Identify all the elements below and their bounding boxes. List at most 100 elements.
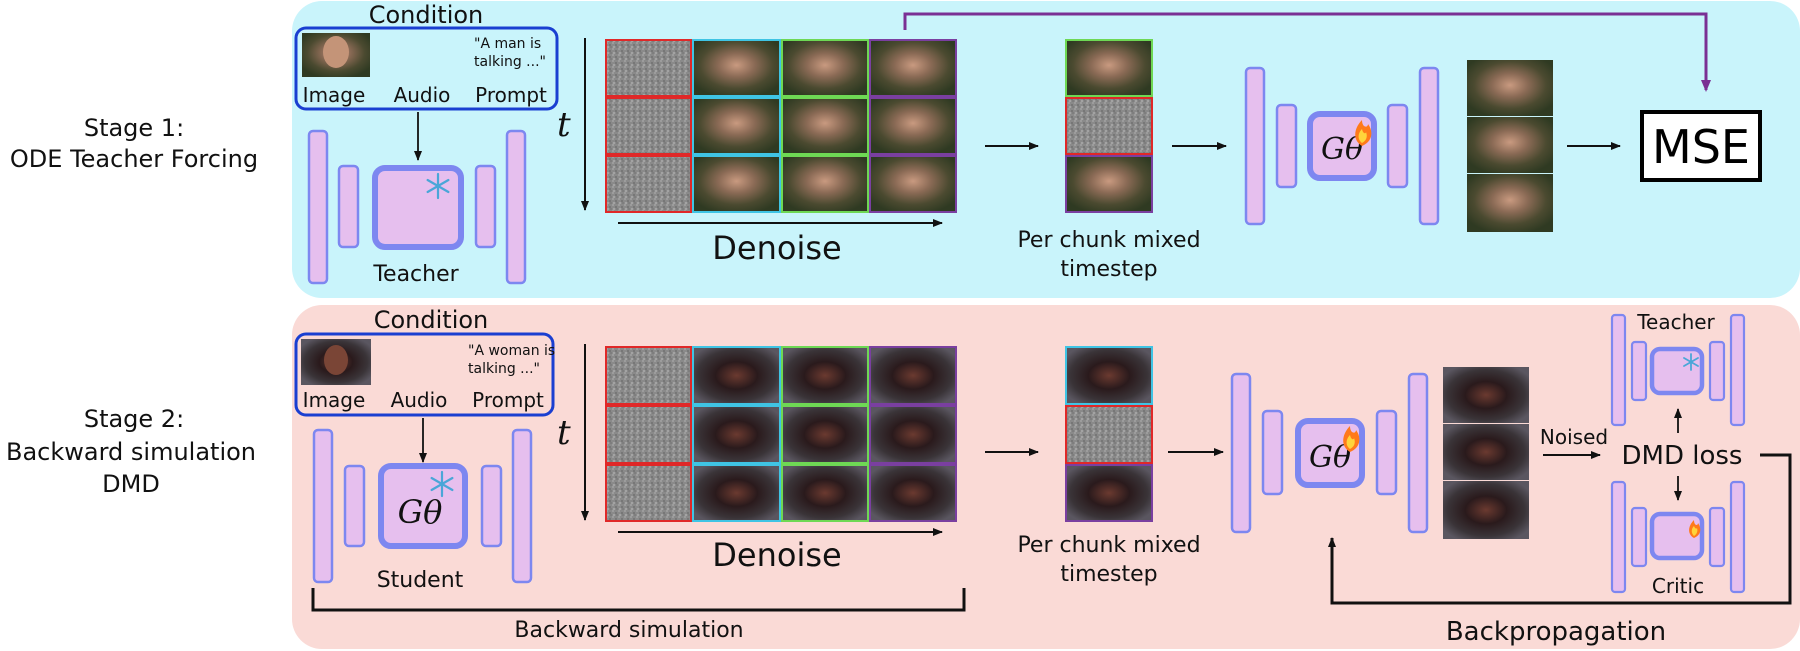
unet-outer-right xyxy=(1418,66,1440,226)
stage2-mixed-column xyxy=(1065,346,1153,522)
video-frame xyxy=(692,97,781,155)
video-frame xyxy=(1467,60,1553,116)
video-frame xyxy=(1065,346,1153,405)
video-frame xyxy=(692,464,781,522)
video-frame xyxy=(781,97,869,155)
video-frame xyxy=(692,155,781,213)
unet-inner-left xyxy=(1630,506,1648,568)
unet-inner-left xyxy=(1275,103,1298,189)
unet-inner-left xyxy=(1630,340,1648,402)
video-frame xyxy=(869,405,957,464)
face-shape xyxy=(324,345,348,375)
prompt-text-line1: "A woman is xyxy=(468,343,555,359)
video-frame xyxy=(781,346,869,405)
video-frame xyxy=(1065,155,1153,213)
backward-simulation-bracket xyxy=(311,588,966,612)
stage1-frame-grid xyxy=(605,39,957,213)
unet-inner-left xyxy=(1261,409,1284,496)
denoise-label: Denoise xyxy=(712,536,841,574)
unet-outer-right xyxy=(1729,480,1746,594)
flame-icon xyxy=(1689,520,1701,538)
stage1-label-line1: Stage 1: xyxy=(84,114,184,142)
video-frame xyxy=(1443,481,1529,539)
noise-frame xyxy=(1065,405,1153,464)
unet-outer-left xyxy=(1230,372,1252,534)
video-frame xyxy=(1467,174,1553,232)
stage1-label-line2: ODE Teacher Forcing xyxy=(10,145,258,173)
unet-outer-left xyxy=(312,428,334,584)
unet-outer-left xyxy=(1610,313,1627,427)
video-frame xyxy=(869,97,957,155)
noise-frame xyxy=(605,97,692,155)
condition-box xyxy=(294,332,555,417)
cond-audio-label: Audio xyxy=(391,388,448,412)
video-frame xyxy=(692,405,781,464)
video-frame xyxy=(869,39,957,97)
condition-box xyxy=(294,26,559,111)
condition-title: Condition xyxy=(374,306,489,334)
video-frame xyxy=(1443,424,1529,480)
noise-frame xyxy=(605,155,692,213)
unet-inner-right xyxy=(1708,340,1726,402)
audio-waveform-icon xyxy=(381,343,437,381)
unet-inner-right xyxy=(474,164,497,249)
unet-outer-right xyxy=(511,428,533,584)
backward-simulation-label: Backward simulation xyxy=(514,618,743,643)
stage2-label-line3: DMD xyxy=(102,470,160,498)
video-frame xyxy=(781,39,869,97)
denoise-label: Denoise xyxy=(712,229,841,267)
mixed-timestep-line2: timestep xyxy=(1060,562,1157,587)
target-to-mse-arrow xyxy=(903,12,1711,92)
dmd-critic-unet xyxy=(1610,480,1746,594)
dmd-teacher-unet xyxy=(1610,313,1746,427)
unet-outer-right xyxy=(505,129,527,285)
stage1-teacher-unet xyxy=(307,129,527,285)
critic-label: Critic xyxy=(1652,574,1704,598)
video-frame xyxy=(1065,464,1153,522)
video-frame xyxy=(869,464,957,522)
video-frame xyxy=(692,346,781,405)
cond-image-label: Image xyxy=(303,83,366,107)
prompt-text-line2: talking ..." xyxy=(474,54,546,70)
flame-icon xyxy=(1343,426,1360,452)
unet-inner-left xyxy=(337,164,360,249)
mse-label: MSE xyxy=(1652,120,1750,174)
stage2-label-line1: Stage 2: xyxy=(84,405,184,433)
stage1-mixed-column xyxy=(1065,39,1153,213)
stage2-generator-unet: Gθ xyxy=(1230,372,1429,534)
unet-outer-left xyxy=(1610,480,1627,594)
audio-waveform-icon xyxy=(380,36,440,74)
noise-frame xyxy=(605,346,692,405)
stage2-label-line2: Backward simulation xyxy=(6,438,256,466)
prompt-text-line2: talking ..." xyxy=(468,361,540,377)
unet-inner-right xyxy=(480,464,503,548)
stage1-condition-group: Condition "A man is talking ..." Image A… xyxy=(294,1,559,111)
stage2-output-frames xyxy=(1443,367,1529,539)
mixed-timestep-line2: timestep xyxy=(1060,257,1157,282)
unet-outer-left xyxy=(1244,66,1266,226)
unet-core xyxy=(1649,346,1705,396)
backpropagation-arrow xyxy=(1328,453,1792,605)
snowflake-icon xyxy=(430,470,454,498)
backpropagation-label: Backpropagation xyxy=(1446,617,1666,647)
noise-frame xyxy=(605,464,692,522)
mse-box xyxy=(1640,110,1762,182)
flame-icon xyxy=(1355,120,1372,146)
cond-image-label: Image xyxy=(303,388,366,412)
cond-prompt-label: Prompt xyxy=(475,83,547,107)
dmd-loss-label: DMD loss xyxy=(1622,441,1743,471)
unet-outer-left xyxy=(307,129,329,285)
mixed-timestep-line1: Per chunk mixed xyxy=(1017,228,1200,253)
noise-frame xyxy=(605,405,692,464)
unet-outer-right xyxy=(1729,313,1746,427)
prompt-text-line1: "A man is xyxy=(474,36,541,52)
video-frame xyxy=(692,39,781,97)
face-shape xyxy=(323,36,349,68)
video-frame xyxy=(781,464,869,522)
unet-inner-right xyxy=(1375,409,1398,496)
cond-audio-label: Audio xyxy=(394,83,451,107)
stage2-condition-group: Condition "A woman is talking ..." Image… xyxy=(294,306,555,417)
stage2-frame-grid xyxy=(605,346,957,522)
video-frame xyxy=(869,346,957,405)
